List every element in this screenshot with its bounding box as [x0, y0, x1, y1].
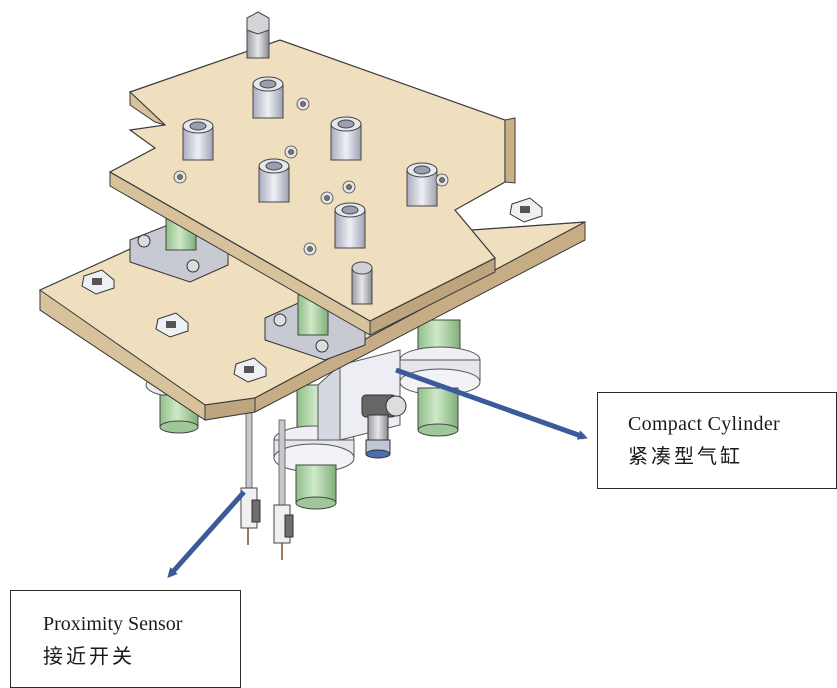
screws [173, 97, 449, 256]
sensor-callout-box: Proximity Sensor 接近开关 [10, 590, 241, 688]
proximity-sensors [240, 404, 294, 560]
cylinder-callout-box: Compact Cylinder 紧凑型气缸 [597, 392, 837, 489]
guide-post-clamps [129, 209, 366, 361]
upper-plate [108, 39, 516, 336]
clamp-buttons [81, 197, 543, 383]
cylinder-label-zh: 紧凑型气缸 [628, 444, 743, 468]
callout-arrows [167, 367, 588, 578]
sensor-label-zh: 接近开关 [43, 644, 135, 668]
sensor-arrow [167, 490, 246, 578]
cylinder-label-en: Compact Cylinder [628, 413, 780, 435]
sensor-label-en: Proximity Sensor [43, 613, 183, 635]
cylinder-arrow [395, 367, 588, 440]
locating-pins [246, 11, 373, 305]
bushings [182, 76, 438, 249]
